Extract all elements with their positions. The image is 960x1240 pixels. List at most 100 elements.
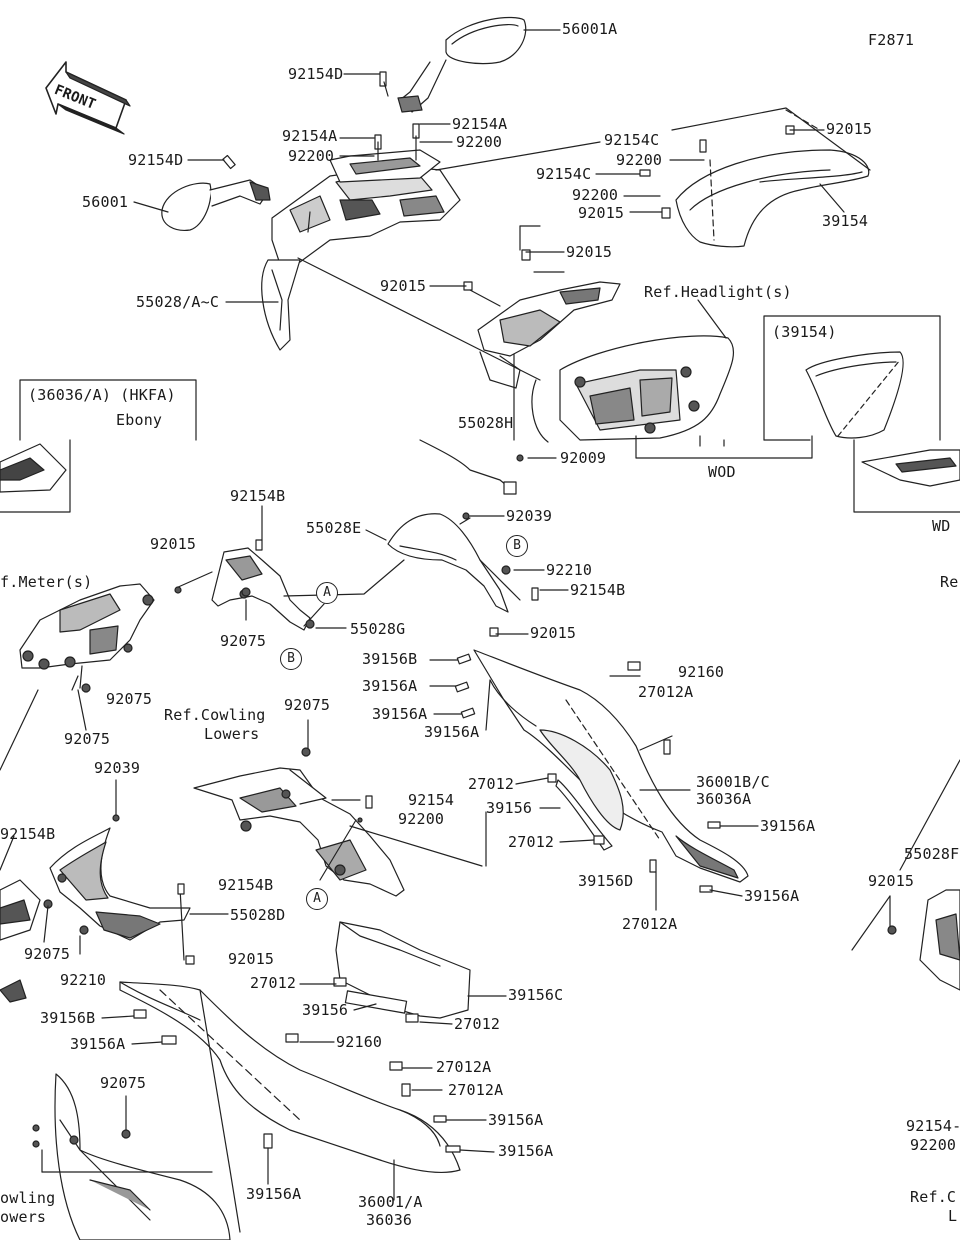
- part-label-56001: 56001: [82, 193, 129, 211]
- part-label-39156A: 39156A: [744, 887, 800, 905]
- part-label-92039: 92039: [94, 759, 141, 777]
- part-label-39156A: 39156A: [70, 1035, 126, 1053]
- part-label-92200: 92200: [456, 133, 503, 151]
- lower-cowl-bracket-part: [193, 767, 405, 897]
- part-label-92075: 92075: [24, 945, 71, 963]
- ref-cowling-lowers-label: Lowers: [204, 725, 260, 743]
- variant-label-wod: WOD: [708, 463, 736, 481]
- callout-b: B: [280, 648, 302, 670]
- part-label-27012A: 27012A: [638, 683, 694, 701]
- part-label-92200: 92200: [288, 147, 335, 165]
- part-label-39156A: 39156A: [760, 817, 816, 835]
- part-label-92200: 92200: [572, 186, 619, 204]
- part-label-39156B: 39156B: [40, 1009, 96, 1027]
- part-label-92154A: 92154A: [452, 115, 508, 133]
- mirror-left-part: [161, 179, 271, 231]
- part-label-92160: 92160: [678, 663, 725, 681]
- variant-label-wd: WD: [932, 517, 951, 535]
- side-cowl-part-36001BC: [473, 649, 749, 883]
- part-label-92154B: 92154B: [0, 825, 56, 843]
- part-label-27012: 27012: [468, 775, 515, 793]
- part-label-92015: 92015: [380, 277, 427, 295]
- meter-bracket-part: [19, 583, 155, 670]
- part-label-92154B: 92154B: [570, 581, 626, 599]
- part-label-36036: 36036: [366, 1211, 413, 1229]
- part-label-39156: 39156: [486, 799, 533, 817]
- part-label-92009: 92009: [560, 449, 607, 467]
- part-label-39156: 39156: [302, 1001, 349, 1019]
- part-label-92200: 92200: [616, 151, 663, 169]
- ref-cowling-edge-label: owers: [0, 1208, 47, 1226]
- ref-c-edge-label: L: [948, 1207, 958, 1225]
- part-label-39156A: 39156A: [488, 1111, 544, 1129]
- windscreen-part: [675, 149, 870, 248]
- part-label-55028H: 55028H: [458, 414, 514, 432]
- part-label-92075: 92075: [64, 730, 111, 748]
- cowl-stay-part: [211, 547, 311, 631]
- ref-c-edge-label: Ref.C: [910, 1188, 957, 1206]
- part-label-92075: 92075: [100, 1074, 147, 1092]
- part-label-39156B: 39156B: [362, 650, 418, 668]
- callout-b: B: [506, 535, 528, 557]
- mirror-right-part: [397, 16, 527, 113]
- part-label-92039: 92039: [506, 507, 553, 525]
- ref-meter-label: f.Meter(s): [0, 573, 93, 591]
- leader-lines: [43, 73, 825, 1185]
- part-label-27012A: 27012A: [448, 1081, 504, 1099]
- part-label-55028F: 55028F: [904, 845, 960, 863]
- figure-code: F2871: [868, 31, 915, 49]
- part-label-39156A: 39156A: [498, 1142, 554, 1160]
- part-label-55028G: 55028G: [350, 620, 406, 638]
- bottom-left-part: [54, 1073, 231, 1240]
- callout-a: A: [306, 888, 328, 910]
- part-label-92075: 92075: [220, 632, 267, 650]
- inset-box-36036: [0, 379, 197, 513]
- main-cowl-part-36001A: [119, 981, 461, 1233]
- part-label-92210: 92210: [60, 971, 107, 989]
- duct-part-55028E: [387, 513, 521, 613]
- part-label-39154: 39154: [822, 212, 869, 230]
- part-label-92154: 92154: [408, 791, 455, 809]
- part-label-92210: 92210: [546, 561, 593, 579]
- part-label-92200: 92200: [398, 810, 445, 828]
- part-label-39156A: 39156A: [372, 705, 428, 723]
- inset-box-39154: [763, 315, 941, 441]
- part-label-92015: 92015: [868, 872, 915, 890]
- part-label-92200: 92200: [910, 1136, 957, 1154]
- part-label-92154B: 92154B: [218, 876, 274, 894]
- part-label-92075: 92075: [284, 696, 331, 714]
- part-label-92015: 92015: [826, 120, 873, 138]
- part-label-92075: 92075: [106, 690, 153, 708]
- part-label-36036A: 36036A: [696, 790, 752, 808]
- part-label-39156A: 39156A: [362, 677, 418, 695]
- part-label-92154D: 92154D: [288, 65, 344, 83]
- part-label-27012A: 27012A: [436, 1058, 492, 1076]
- color-label-ebony: Ebony: [116, 411, 163, 429]
- part-label-56001A: 56001A: [562, 20, 618, 38]
- part-label-55028-a-c: 55028/A~C: [136, 293, 220, 311]
- part-label-92015: 92015: [566, 243, 613, 261]
- part-label-55028D: 55028D: [230, 906, 286, 924]
- part-label-27012: 27012: [508, 833, 555, 851]
- part-label-55028E: 55028E: [306, 519, 362, 537]
- part-label-92015: 92015: [150, 535, 197, 553]
- part-label-39156C: 39156C: [508, 986, 564, 1004]
- front-arrow-icon: [45, 61, 131, 135]
- headlight-bracket-part: [477, 281, 621, 389]
- callout-a: A: [316, 582, 338, 604]
- part-label-92015: 92015: [578, 204, 625, 222]
- inset-part-right-top: [861, 449, 960, 487]
- part-label-39156D: 39156D: [578, 872, 634, 890]
- part-label-92015: 92015: [228, 950, 275, 968]
- part-label-92154A: 92154A: [282, 127, 338, 145]
- ref-edge-label: Re: [940, 573, 959, 591]
- part-label-92154C: 92154C: [536, 165, 592, 183]
- part-label-36001B-C: 36001B/C: [696, 773, 770, 791]
- part-label-92154C: 92154C: [604, 131, 660, 149]
- part-label-92154D: 92154D: [128, 151, 184, 169]
- part-label-92015: 92015: [530, 624, 577, 642]
- lower-panel-part-55028D: [49, 827, 191, 941]
- part-label-92160: 92160: [336, 1033, 383, 1051]
